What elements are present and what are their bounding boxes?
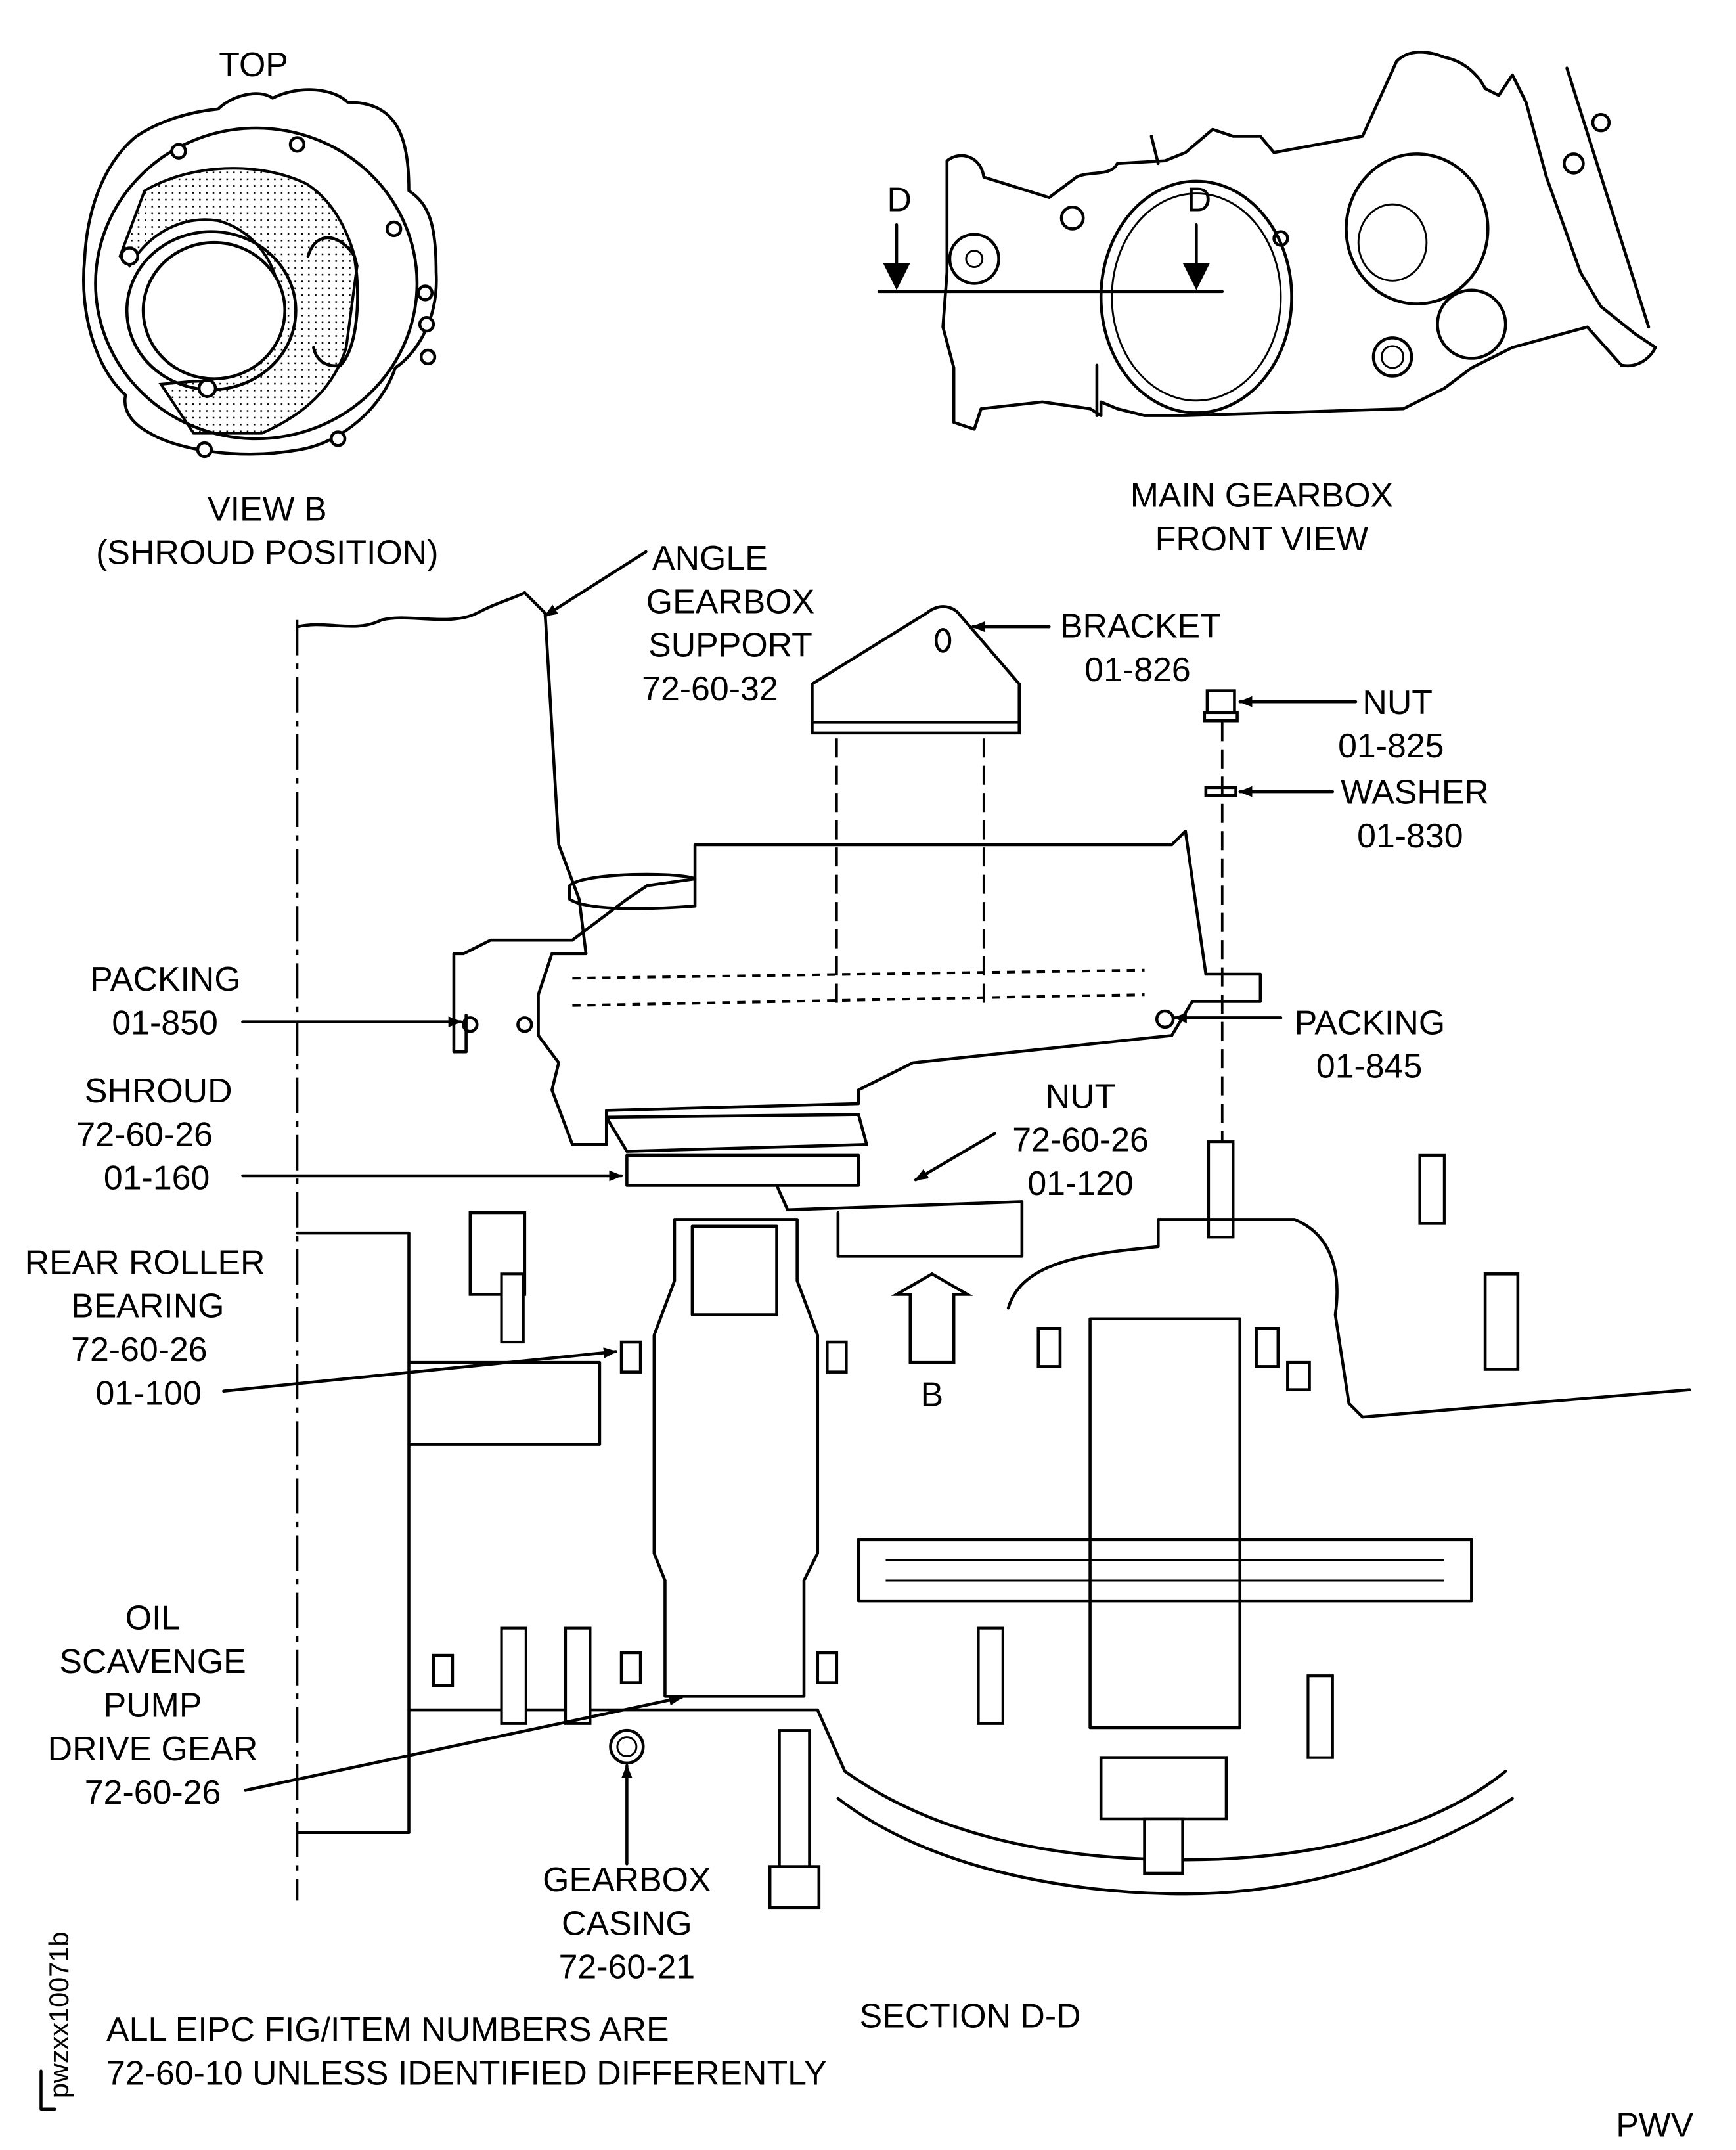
callout-text: 72-60-21 — [559, 1948, 696, 1986]
callout-packing-left: PACKING 01-850 — [90, 960, 462, 1041]
callout-bracket: BRACKET 01-826 — [971, 607, 1221, 688]
callout-text: SCAVENGE — [59, 1642, 246, 1680]
callout-text: 01-160 — [104, 1159, 210, 1197]
section-title: SECTION D-D — [860, 1996, 1081, 2034]
front-view-title-line2: FRONT VIEW — [1155, 520, 1369, 558]
callout-packing-right: PACKING 01-845 — [1172, 1003, 1446, 1085]
callout-text: 01-826 — [1084, 650, 1190, 688]
figure-id-bracket — [39, 2069, 56, 2111]
callout-text: 01-845 — [1316, 1047, 1422, 1085]
callout-text: WASHER — [1341, 773, 1489, 811]
callout-gearbox-casing: GEARBOX CASING 72-60-21 — [543, 1764, 711, 1986]
view-b-shroud-drawing: TOP VIEW B (SHROUD POSITION) — [82, 45, 438, 571]
note-line1: ALL EIPC FIG/ITEM NUMBERS ARE — [106, 2010, 669, 2048]
leader-line — [543, 550, 648, 617]
callout-washer: WASHER 01-830 — [1238, 773, 1489, 855]
callout-angle-gearbox-support: ANGLE GEARBOX SUPPORT 72-60-32 — [543, 539, 814, 707]
callout-text: 72-60-26 — [85, 1773, 221, 1811]
front-view-title-line1: MAIN GEARBOX — [1130, 476, 1393, 514]
note-line2: 72-60-10 UNLESS IDENTIFIED DIFFERENTLY — [106, 2053, 827, 2092]
callout-text: BRACKET — [1060, 607, 1221, 645]
callout-nut-top: NUT 01-825 — [1238, 683, 1444, 765]
callout-text: 01-120 — [1027, 1164, 1133, 1202]
callout-text: NUT — [1046, 1077, 1116, 1115]
callout-text: NUT — [1362, 683, 1433, 721]
callout-text: PACKING — [1295, 1003, 1446, 1041]
callout-text: GEARBOX — [646, 582, 814, 620]
callout-text: DRIVE GEAR — [48, 1730, 258, 1768]
callout-rear-roller-bearing: REAR ROLLER BEARING 72-60-26 01-100 — [25, 1243, 618, 1412]
callout-view-b-arrow: B — [921, 1376, 944, 1414]
callout-text: 01-850 — [112, 1003, 217, 1041]
callout-text: 72-60-32 — [642, 669, 778, 707]
callout-nut-mid: NUT 72-60-26 01-120 — [914, 1077, 1149, 1202]
callout-text: 01-100 — [95, 1374, 201, 1412]
callout-text: PACKING — [90, 960, 241, 998]
callout-text: 72-60-26 — [71, 1330, 208, 1368]
callout-text: SHROUD — [85, 1071, 233, 1109]
callout-text: BEARING — [71, 1287, 224, 1325]
figure-id: pwzxx10071b — [43, 1932, 74, 2099]
callout-text: PUMP — [104, 1686, 202, 1724]
footer-code: PWV — [1616, 2105, 1694, 2143]
view-b-title-line1: VIEW B — [208, 489, 326, 527]
callout-text: 01-830 — [1357, 817, 1463, 855]
callout-text: CASING — [562, 1904, 692, 1942]
callout-oil-scavenge-pump-drive-gear: OIL SCAVENGE PUMP DRIVE GEAR 72-60-26 — [48, 1599, 683, 1811]
callout-text: GEARBOX — [543, 1860, 711, 1898]
view-b-title-line2: (SHROUD POSITION) — [96, 533, 438, 571]
callout-text: ANGLE — [652, 539, 768, 577]
callout-text: 01-825 — [1338, 727, 1444, 765]
callout-shroud: SHROUD 72-60-26 01-160 — [76, 1071, 623, 1197]
callout-text: 72-60-26 — [76, 1115, 213, 1153]
callout-text: OIL — [125, 1599, 181, 1637]
view-b-top-label: TOP — [219, 45, 288, 83]
callout-text: 72-60-26 — [1012, 1121, 1149, 1159]
main-gearbox-front-view: D D MAIN GEARBOX FRONT VIEW — [877, 51, 1657, 558]
callout-text: REAR ROLLER — [25, 1243, 265, 1281]
section-marker-d-left: D — [887, 180, 911, 218]
leader-line — [222, 1347, 618, 1393]
callout-text: SUPPORT — [648, 626, 812, 664]
leader-line — [244, 1695, 683, 1792]
view-b-arrow-label: B — [921, 1376, 944, 1414]
leader-line — [914, 1132, 996, 1182]
section-marker-d-right: D — [1187, 180, 1211, 218]
